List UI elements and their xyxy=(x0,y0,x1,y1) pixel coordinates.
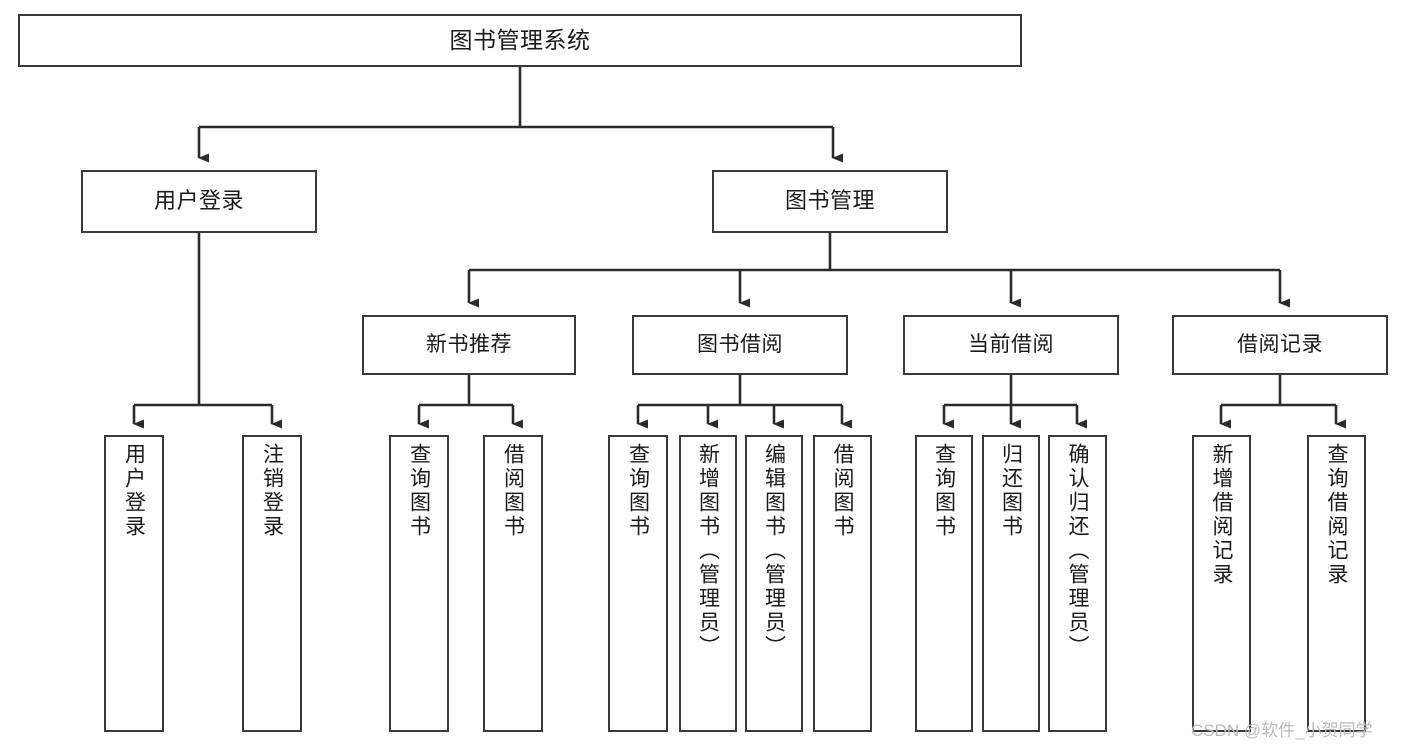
leaf-query-book-2[interactable]: 查询图书 xyxy=(608,435,668,732)
leaf-borrow-book-2-label: 借阅图书 xyxy=(831,443,854,539)
node-book-borrow-label: 图书借阅 xyxy=(697,333,783,357)
leaf-user-login[interactable]: 用户登录 xyxy=(104,435,164,732)
leaf-borrow-book-1[interactable]: 借阅图书 xyxy=(483,435,543,732)
node-root-label: 图书管理系统 xyxy=(449,26,591,53)
leaf-return-book-label: 归还图书 xyxy=(999,443,1023,539)
leaf-add-record-label: 新增借阅记录 xyxy=(1210,443,1233,587)
node-root[interactable]: 图书管理系统 xyxy=(18,14,1022,67)
leaf-user-login-label: 用户登录 xyxy=(122,443,146,539)
node-new-book-recommend-label: 新书推荐 xyxy=(426,333,512,357)
leaf-confirm-return[interactable]: 确认归还（管理员） xyxy=(1048,435,1107,732)
leaf-return-book[interactable]: 归还图书 xyxy=(982,435,1040,732)
leaf-query-book-3-label: 查询图书 xyxy=(932,443,956,539)
leaf-query-record-label: 查询借阅记录 xyxy=(1325,443,1348,587)
leaf-query-book-1-label: 查询图书 xyxy=(407,443,431,539)
node-user-login-label: 用户登录 xyxy=(153,188,244,214)
leaf-borrow-book-2[interactable]: 借阅图书 xyxy=(813,435,872,732)
leaf-logout[interactable]: 注销登录 xyxy=(242,435,302,732)
leaf-query-book-2-label: 查询图书 xyxy=(626,443,650,539)
leaf-query-book-3[interactable]: 查询图书 xyxy=(915,435,973,732)
leaf-add-record[interactable]: 新增借阅记录 xyxy=(1192,435,1251,732)
leaf-logout-label: 注销登录 xyxy=(260,443,284,539)
leaf-query-book-1[interactable]: 查询图书 xyxy=(389,435,449,732)
leaf-borrow-book-1-label: 借阅图书 xyxy=(501,443,525,539)
node-current-borrow-label: 当前借阅 xyxy=(968,333,1054,357)
leaf-add-book-label: 新增图书（管理员） xyxy=(696,443,720,659)
leaf-add-book[interactable]: 新增图书（管理员） xyxy=(679,435,737,732)
node-book-borrow[interactable]: 图书借阅 xyxy=(632,315,848,375)
leaf-edit-book-label: 编辑图书（管理员） xyxy=(762,443,786,659)
node-user-login[interactable]: 用户登录 xyxy=(81,170,317,233)
leaf-query-record[interactable]: 查询借阅记录 xyxy=(1307,435,1366,732)
node-borrow-record-label: 借阅记录 xyxy=(1237,333,1323,357)
node-borrow-record[interactable]: 借阅记录 xyxy=(1172,315,1388,375)
node-book-management[interactable]: 图书管理 xyxy=(712,170,948,233)
node-book-management-label: 图书管理 xyxy=(784,188,875,214)
node-current-borrow[interactable]: 当前借阅 xyxy=(903,315,1119,375)
leaf-edit-book[interactable]: 编辑图书（管理员） xyxy=(745,435,803,732)
node-new-book-recommend[interactable]: 新书推荐 xyxy=(362,315,576,375)
watermark-csdn: CSDN @软件_小贺同学 xyxy=(1191,721,1373,740)
leaf-confirm-return-label: 确认归还（管理员） xyxy=(1066,443,1089,659)
